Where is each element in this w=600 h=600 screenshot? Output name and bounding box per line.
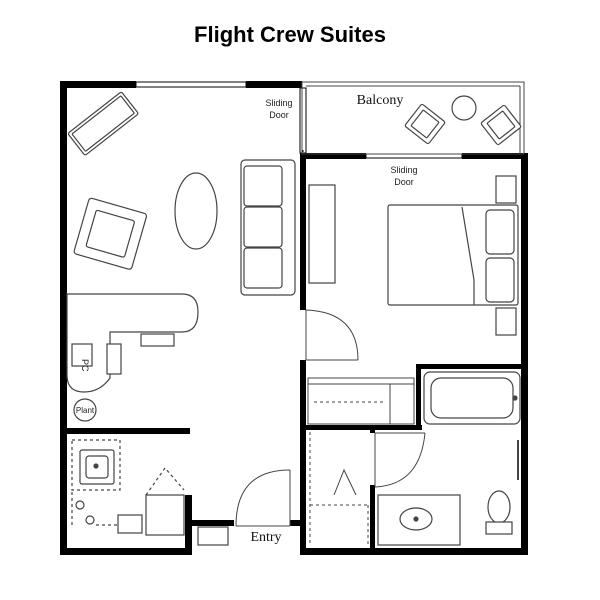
fridge bbox=[117, 514, 143, 534]
armchair bbox=[73, 197, 148, 270]
window-living-top bbox=[135, 81, 247, 88]
plant-label: Plant bbox=[76, 406, 95, 415]
window-bedroom-top bbox=[365, 153, 463, 159]
wall-entry-right bbox=[290, 520, 304, 526]
wall-right bbox=[521, 153, 528, 555]
wall-entry-left bbox=[190, 520, 234, 526]
wall-bath-left bbox=[416, 364, 421, 429]
dresser bbox=[308, 184, 336, 284]
wall-closet-right bbox=[370, 425, 375, 433]
balcony-label: Balcony bbox=[357, 93, 404, 108]
nightstand-top bbox=[495, 175, 517, 204]
bathroom-fixtures bbox=[377, 371, 521, 546]
kitchen-cabinet bbox=[145, 494, 185, 536]
sliding-door-bedroom-label-2: Door bbox=[394, 177, 414, 187]
wall-left bbox=[60, 81, 67, 555]
desk-chair-2 bbox=[106, 343, 122, 375]
door-swings bbox=[235, 309, 426, 527]
nightstand-bottom bbox=[495, 307, 517, 336]
balcony bbox=[301, 81, 525, 155]
wall-closet-bottom bbox=[300, 425, 376, 430]
toilet bbox=[485, 490, 513, 535]
desk bbox=[66, 293, 199, 393]
living-room-furniture bbox=[66, 91, 296, 422]
bath-entry-dashed bbox=[309, 432, 369, 545]
pc-label: PC bbox=[80, 359, 90, 372]
balcony-table bbox=[451, 95, 477, 121]
sliding-door-living-label-2: Door bbox=[269, 110, 289, 120]
windows bbox=[135, 81, 463, 210]
wall-bedroom-top-right bbox=[462, 153, 528, 159]
sliding-door-living bbox=[299, 87, 307, 154]
kitchen-counter bbox=[71, 439, 121, 491]
wall-bath-vertical bbox=[300, 425, 306, 555]
wall-bedroom-top-left bbox=[302, 153, 366, 159]
wall-kitchen-top bbox=[60, 428, 190, 434]
wall-partition-lower bbox=[300, 360, 306, 428]
balcony-outline bbox=[301, 81, 525, 155]
desk-chair bbox=[140, 333, 175, 347]
sliding-door-bedroom-label-1: Sliding bbox=[390, 165, 417, 175]
sliding-door-living-label-1: Sliding bbox=[265, 98, 292, 108]
coffee-table bbox=[174, 172, 218, 250]
entry-mat bbox=[197, 526, 229, 546]
wall-bottom-bath bbox=[300, 548, 528, 555]
kitchenette bbox=[71, 439, 229, 546]
wall-bottom-left bbox=[60, 548, 192, 555]
balcony-chair-right bbox=[480, 104, 522, 146]
balcony-furniture bbox=[404, 95, 522, 146]
wall-closet-bottom-2 bbox=[372, 425, 422, 430]
walls bbox=[60, 81, 528, 555]
pc-box bbox=[71, 343, 93, 367]
balcony-chair-left bbox=[404, 103, 446, 145]
wall-partition-upper bbox=[300, 153, 306, 310]
wall-top-right-of-window bbox=[246, 81, 302, 88]
closet bbox=[307, 377, 415, 425]
pillow-bottom bbox=[485, 257, 515, 303]
entry-label: Entry bbox=[250, 530, 281, 545]
wall-bath-inner bbox=[370, 485, 375, 555]
chaise-lounge bbox=[67, 91, 139, 156]
wall-bath-top bbox=[416, 364, 528, 369]
wall-kitchen-right bbox=[185, 495, 192, 555]
pillow-top bbox=[485, 209, 515, 255]
plant bbox=[73, 398, 97, 422]
page-title: Flight Crew Suites bbox=[194, 22, 386, 47]
bedroom-furniture bbox=[308, 175, 519, 336]
sofa bbox=[240, 159, 296, 296]
bed-cover-fold bbox=[461, 206, 475, 305]
wall-top-left bbox=[60, 81, 136, 88]
